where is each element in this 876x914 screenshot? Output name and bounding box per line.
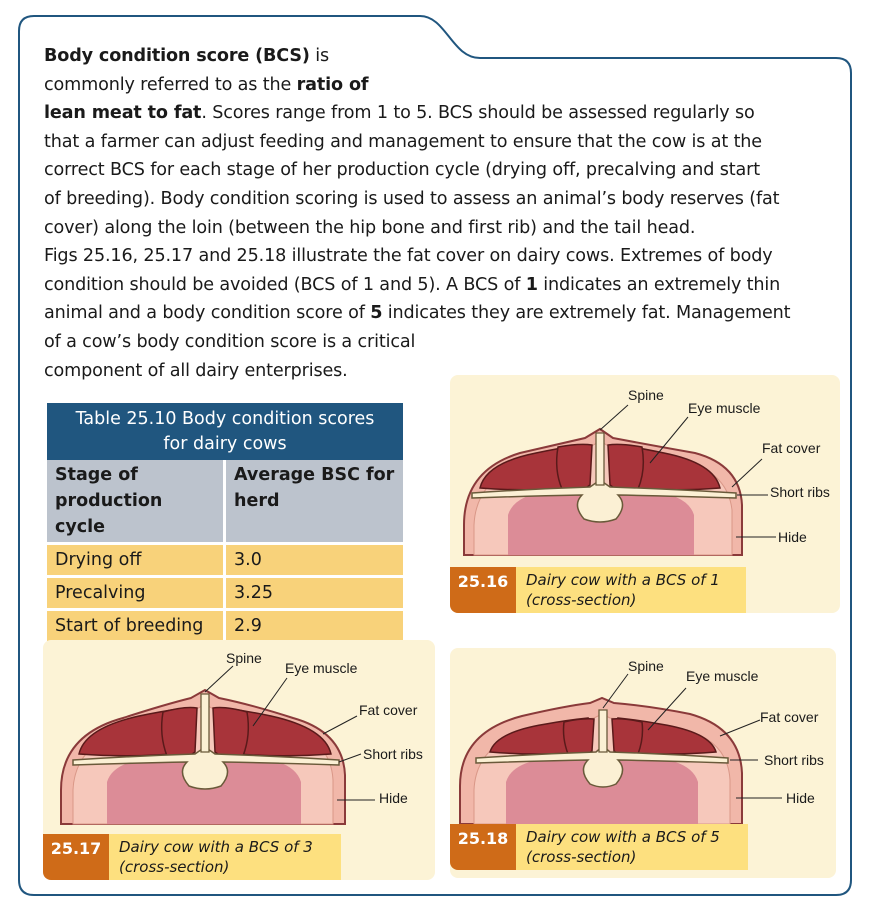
intro-line: Figs 25.16, 25.17 and 25.18 illustrate t… xyxy=(44,242,844,271)
label-short-ribs: Short ribs xyxy=(764,752,824,768)
table-cell: 2.9 xyxy=(223,608,403,641)
label-fat-cover: Fat cover xyxy=(359,702,418,718)
cross-section-bcs1-illustration xyxy=(463,404,776,556)
table-cell: 3.25 xyxy=(223,575,403,610)
bold-term: 1 xyxy=(525,274,538,295)
text-run: . Scores range from 1 to 5. BCS should b… xyxy=(201,103,755,124)
text-run: animal and a body condition score of xyxy=(44,303,371,324)
label-spine: Spine xyxy=(226,650,262,666)
figure-caption-text: Dairy cow with a BCS of 3 (cross-section… xyxy=(109,834,341,880)
label-short-ribs: Short ribs xyxy=(770,484,830,500)
label-spine: Spine xyxy=(628,387,664,403)
figure-25-17: Spine Eye muscle Fat cover Short ribs Hi… xyxy=(43,640,435,880)
label-fat-cover: Fat cover xyxy=(762,440,821,456)
cross-section-bcs3-illustration xyxy=(60,665,375,825)
text-run: Figs 25.16, 25.17 and 25.18 illustrate t… xyxy=(44,246,773,267)
figure-caption: 25.18 Dairy cow with a BCS of 5 (cross-s… xyxy=(450,824,770,870)
label-hide: Hide xyxy=(786,790,815,806)
intro-line: of breeding). Body condition scoring is … xyxy=(44,185,844,214)
figure-number: 25.17 xyxy=(43,834,109,880)
bold-term: ratio of xyxy=(296,74,369,95)
text-run: condition should be avoided (BCS of 1 an… xyxy=(44,274,526,295)
bold-term: Body condition score (BCS) xyxy=(44,46,310,66)
table-cell: 3.0 xyxy=(223,542,403,577)
text-run: cover) along the loin (between the hip b… xyxy=(44,217,696,238)
table-row: Start of breeding 2.9 xyxy=(47,608,403,641)
label-eye-muscle: Eye muscle xyxy=(686,668,759,684)
figure-caption: 25.17 Dairy cow with a BCS of 3 (cross-s… xyxy=(43,834,363,880)
label-eye-muscle: Eye muscle xyxy=(688,400,761,416)
table-header-stage: Stage of production cycle xyxy=(47,460,225,544)
table-cell: Drying off xyxy=(47,542,225,577)
figure-25-18: Spine Eye muscle Fat cover Short ribs Hi… xyxy=(450,648,836,878)
figure-caption-text: Dairy cow with a BCS of 1 (cross-section… xyxy=(516,567,746,613)
intro-line: Body condition score (BCS) is xyxy=(44,42,844,71)
text-run: indicates they are extremely fat. Manage… xyxy=(382,303,791,324)
intro-line: condition should be avoided (BCS of 1 an… xyxy=(44,271,844,300)
intro-line: cover) along the loin (between the hip b… xyxy=(44,214,844,243)
bold-term: 5 xyxy=(370,303,383,324)
text-run: component of all dairy enterprises. xyxy=(44,360,348,381)
intro-line: component of all dairy enterprises. xyxy=(44,357,844,386)
label-spine: Spine xyxy=(628,658,664,674)
text-run: commonly referred to as the xyxy=(44,74,297,95)
bold-term: lean meat to fat xyxy=(44,103,202,124)
table-cell: Precalving xyxy=(47,575,225,610)
intro-line: commonly referred to as the ratio of xyxy=(44,71,844,100)
intro-line: correct BCS for each stage of her produc… xyxy=(44,156,844,185)
intro-line: animal and a body condition score of 5 i… xyxy=(44,299,844,328)
intro-line: lean meat to fat. Scores range from 1 to… xyxy=(44,99,844,128)
label-fat-cover: Fat cover xyxy=(760,709,819,725)
label-hide: Hide xyxy=(379,790,408,806)
table-cell: Start of breeding xyxy=(47,608,225,641)
table-caption: Table 25.10 Body condition scores for da… xyxy=(47,403,403,460)
text-run: is xyxy=(309,46,329,66)
figure-number: 25.18 xyxy=(450,824,516,870)
figure-25-16: Spine Eye muscle Fat cover Short ribs Hi… xyxy=(450,375,840,613)
table-row: Precalving 3.25 xyxy=(47,575,403,610)
label-short-ribs: Short ribs xyxy=(363,746,423,762)
text-run: of breeding). Body condition scoring is … xyxy=(44,188,780,209)
text-run: correct BCS for each stage of her produc… xyxy=(44,160,760,181)
figure-caption-text: Dairy cow with a BCS of 5 (cross-section… xyxy=(516,824,748,870)
label-hide: Hide xyxy=(778,529,807,545)
cross-section-bcs5-illustration xyxy=(459,673,782,825)
label-eye-muscle: Eye muscle xyxy=(285,660,358,676)
table-header-average: Average BSC for herd xyxy=(223,460,403,544)
text-run: that a farmer can adjust feeding and man… xyxy=(44,131,762,152)
figure-caption: 25.16 Dairy cow with a BCS of 1 (cross-s… xyxy=(450,567,770,613)
bcs-table: Table 25.10 Body condition scores for da… xyxy=(47,403,403,641)
intro-line: that a farmer can adjust feeding and man… xyxy=(44,128,844,157)
figure-number: 25.16 xyxy=(450,567,516,613)
intro-line: of a cow’s body condition score is a cri… xyxy=(44,328,844,357)
text-run: of a cow’s body condition score is a cri… xyxy=(44,331,416,352)
text-run: indicates an extremely thin xyxy=(537,274,781,295)
table-row: Drying off 3.0 xyxy=(47,542,403,577)
